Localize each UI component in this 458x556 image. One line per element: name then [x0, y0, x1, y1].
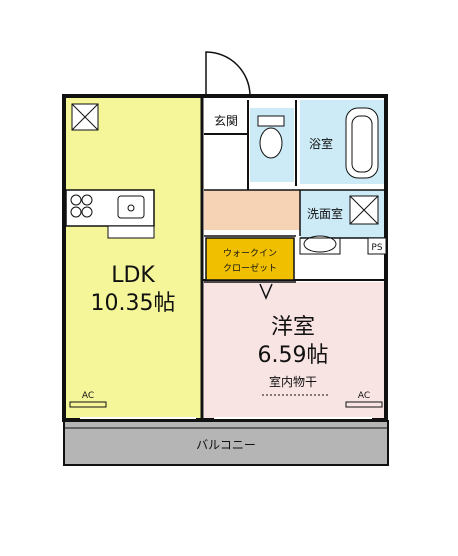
hall-area	[204, 190, 300, 230]
entrance-area	[204, 134, 248, 190]
entrance-label: 玄関	[214, 113, 238, 128]
ac-right-unit	[345, 401, 383, 408]
ac-left-label: AC	[82, 391, 94, 401]
toilet-icon	[257, 115, 285, 159]
ac-right-label: AC	[358, 391, 370, 401]
washroom-label: 洗面室	[307, 206, 343, 221]
bath-label: 浴室	[309, 136, 333, 151]
closet-area	[205, 237, 295, 281]
closet-label-2: クローゼット	[223, 262, 277, 274]
ac-left-unit	[69, 401, 107, 408]
closet-door	[259, 283, 273, 300]
kitchen-counter	[65, 189, 155, 239]
ldk-name: LDK	[111, 263, 155, 288]
ldk-area	[66, 98, 202, 418]
washer-icon	[349, 195, 379, 225]
entrance-door	[205, 51, 251, 97]
bedroom-name: 洋室	[271, 315, 315, 340]
wash-basin-icon	[299, 235, 341, 255]
ldk-appliance-icon	[71, 103, 99, 131]
bathtub-icon	[345, 107, 379, 179]
bedroom-size: 6.59帖	[258, 343, 329, 368]
ps-box	[367, 237, 387, 255]
ldk-size: 10.35帖	[91, 291, 176, 316]
balcony-label: バルコニー	[196, 438, 256, 452]
ps-label: PS	[371, 243, 382, 253]
bedroom-note: 室内物干	[269, 374, 317, 389]
closet-label-1: ウォークイン	[223, 248, 277, 259]
